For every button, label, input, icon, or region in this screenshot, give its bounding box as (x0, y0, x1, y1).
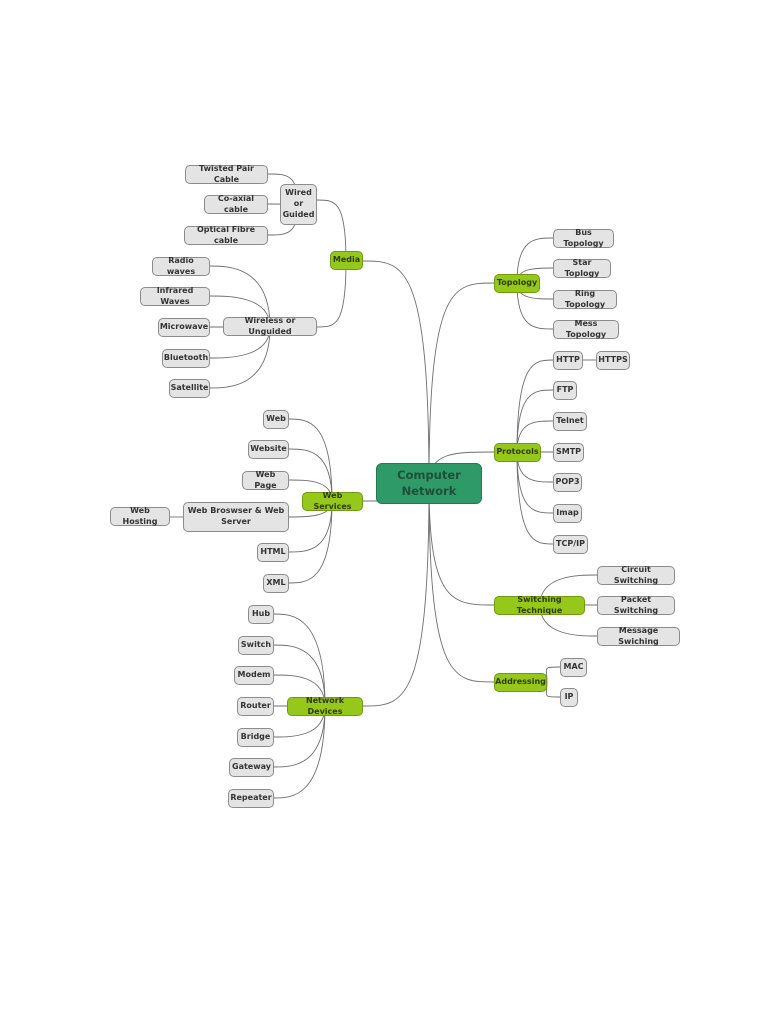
leaf-tcp-ip[interactable]: TCP/IP (553, 535, 588, 554)
branch-network-devices[interactable]: Network Devices (287, 696, 363, 716)
leaf-microwave[interactable]: Microwave (158, 318, 210, 337)
connector-root-media (362, 260, 430, 485)
leaf-co-axial-cable[interactable]: Co-axial cable (204, 194, 268, 214)
leaf-circuit-switching[interactable]: Circuit Switching (597, 565, 675, 585)
connector-root-addressing (428, 483, 495, 683)
leaf-mac[interactable]: MAC (560, 658, 587, 677)
leaf-bus-topology[interactable]: Bus Topology (553, 228, 614, 248)
leaf-repeater[interactable]: Repeater (228, 789, 274, 808)
leaf-twisted-pair-cable[interactable]: Twisted Pair Cable (185, 164, 268, 184)
leaf-smtp[interactable]: SMTP (553, 443, 584, 462)
connector-webservices-0 (288, 418, 333, 502)
root-topic[interactable]: Computer Network (376, 463, 482, 504)
leaf-radio-waves[interactable]: Radio waves (152, 256, 210, 276)
leaf-star-topology[interactable]: Star Toplogy (553, 258, 611, 278)
leaf-web-page[interactable]: Web Page (242, 470, 289, 490)
leaf-https[interactable]: HTTPS (596, 351, 630, 370)
leaf-ring-topology[interactable]: Ring Topology (553, 289, 617, 309)
leaf-satellite[interactable]: Satellite (169, 379, 210, 398)
connector-protocols-0 (516, 359, 554, 453)
connector-root-topology (428, 282, 495, 485)
connector-protocols-6 (516, 451, 554, 545)
leaf-http[interactable]: HTTP (553, 351, 583, 370)
leaf-web[interactable]: Web (263, 410, 289, 429)
leaf-web-browser-server[interactable]: Web Broswser & Web Server (183, 502, 289, 532)
leaf-optical-fibre-cable[interactable]: Optical Fibre cable (184, 225, 268, 245)
media-wired-guided[interactable]: Wired or Guided (280, 184, 317, 225)
connector-addressing-0 (545, 666, 561, 683)
branch-addressing[interactable]: Addressing (494, 673, 547, 692)
leaf-ip[interactable]: IP (560, 688, 578, 707)
leaf-ftp[interactable]: FTP (553, 381, 577, 400)
connector-devices-6 (273, 705, 326, 799)
leaf-infrared-waves[interactable]: Infrared Waves (140, 286, 210, 306)
leaf-html[interactable]: HTML (257, 543, 289, 562)
branch-protocols[interactable]: Protocols (494, 443, 541, 462)
leaf-bluetooth[interactable]: Bluetooth (162, 349, 210, 368)
leaf-web-hosting[interactable]: Web Hosting (110, 506, 170, 526)
connector-devices-0 (273, 613, 326, 707)
connector-media-1 (316, 260, 347, 328)
connector-webservices-5 (288, 500, 333, 584)
leaf-packet-switching[interactable]: Packet Switching (597, 595, 675, 615)
leaf-imap[interactable]: Imap (553, 504, 582, 523)
branch-switching-technique[interactable]: Switching Technique (494, 595, 585, 615)
branch-topology[interactable]: Topology (494, 274, 540, 293)
leaf-mess-topology[interactable]: Mess Topology (553, 319, 619, 339)
connector-root-network-devices (362, 483, 430, 707)
leaf-pop3[interactable]: POP3 (553, 473, 582, 492)
leaf-telnet[interactable]: Telnet (553, 412, 587, 431)
leaf-bridge[interactable]: Bridge (237, 728, 274, 747)
leaf-hub[interactable]: Hub (248, 605, 274, 624)
branch-web-services[interactable]: Web Services (302, 491, 363, 511)
leaf-modem[interactable]: Modem (234, 666, 274, 685)
connector-addressing-1 (545, 681, 561, 698)
leaf-message-switching[interactable]: Message Swiching (597, 626, 680, 646)
leaf-xml[interactable]: XML (263, 574, 289, 593)
branch-media[interactable]: Media (330, 251, 363, 270)
leaf-website[interactable]: Website (248, 440, 289, 459)
media-wireless-unguided[interactable]: Wireless or Unguided (223, 316, 317, 336)
leaf-gateway[interactable]: Gateway (229, 758, 274, 777)
leaf-switch[interactable]: Switch (238, 636, 274, 655)
leaf-router[interactable]: Router (237, 697, 274, 716)
